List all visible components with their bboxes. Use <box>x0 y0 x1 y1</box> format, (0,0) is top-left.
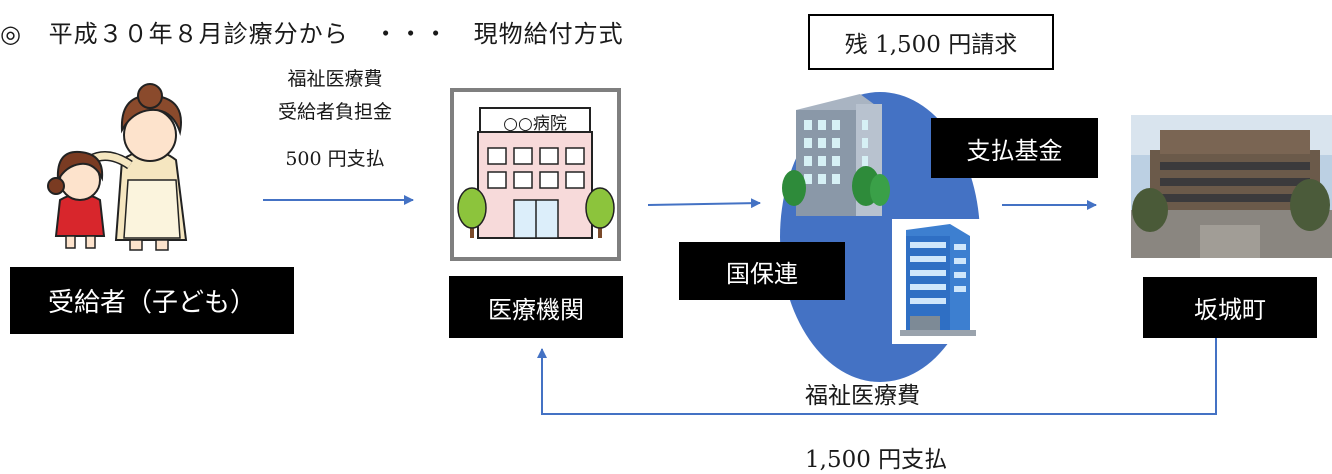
heading-text: 平成３０年８月診療分から ・・・ 現物給付方式 <box>48 20 624 48</box>
town-label: 坂城町 <box>1143 277 1317 338</box>
recipient-illustration <box>47 83 188 251</box>
hospital-illustration <box>450 88 621 261</box>
payment-fund-label: 支払基金 <box>931 118 1098 178</box>
kokuhoren-label: 国保連 <box>679 242 845 300</box>
remaining-claim-box: 残 1,500 円請求 <box>808 14 1054 70</box>
recipient-label: 受給者（子ども） <box>10 267 294 334</box>
kokuhoren-building-illustration <box>782 94 890 216</box>
remaining-claim-text: 残 1,500 円請求 <box>844 32 1018 58</box>
arrow-town-to-hospital <box>537 338 1217 415</box>
copay-amount: 500 円支払 <box>285 148 385 170</box>
page-heading: ◎ 平成３０年８月診療分から ・・・ 現物給付方式 <box>0 14 624 49</box>
hospital-sign-text: ○○病院 <box>503 114 567 134</box>
copay-label-line2: 受給者負担金 <box>277 101 392 123</box>
medical-institution-label: 医療機関 <box>449 276 623 338</box>
welfare-cost-label: 福祉医療費 <box>805 383 920 409</box>
fund-building-illustration <box>892 219 985 344</box>
town-hall-photo <box>1131 115 1332 258</box>
heading-marker: ◎ <box>0 20 22 48</box>
final-payment-label: 1,500 円支払 <box>805 447 948 473</box>
copay-label-line1: 福祉医療費 <box>287 68 383 90</box>
arrow-hospital-to-kokuhoren <box>647 198 761 209</box>
